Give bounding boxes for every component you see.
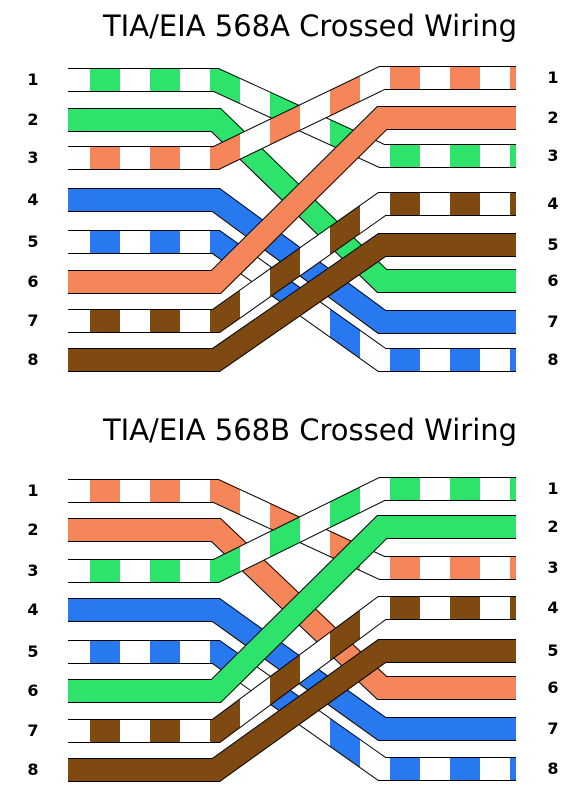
left-pin-label: 7: [27, 311, 38, 330]
right-pin-label: 5: [547, 235, 558, 254]
right-pin-label: 6: [547, 678, 558, 697]
left-pin-label: 5: [27, 232, 38, 251]
right-pin-label: 2: [547, 108, 558, 127]
wire-brown-white-striped: [68, 596, 516, 743]
right-pin-label: 8: [547, 350, 558, 369]
left-pin-label: 5: [27, 642, 38, 661]
right-pin-label: 3: [547, 146, 558, 165]
left-pin-label: 2: [27, 110, 38, 129]
right-pin-label: 1: [547, 68, 558, 87]
left-pin-label: 8: [27, 350, 38, 369]
wire-orange-solid: [68, 106, 516, 294]
diagram-568b-title: TIA/EIA 568B Crossed Wiring: [102, 413, 517, 447]
right-pin-label: 4: [547, 598, 558, 617]
wire-fill: [68, 597, 516, 742]
left-pin-label: 6: [27, 681, 38, 700]
wire-fill: [68, 478, 516, 582]
right-pin-label: 6: [547, 271, 558, 290]
left-pin-label: 1: [27, 70, 38, 89]
diagram-568b-wires: [68, 477, 516, 782]
wire-fill: [68, 193, 516, 332]
diagram-568a-title: TIA/EIA 568A Crossed Wiring: [102, 9, 517, 43]
wire-fill: [68, 67, 516, 169]
right-pin-label: 2: [547, 517, 558, 536]
diagram-568b-pin-labels: 1 2 3 4 5 6 7 8 1 2 3 4 5 6 7 8: [27, 479, 558, 779]
right-pin-label: 5: [547, 641, 558, 660]
right-pin-label: 7: [547, 719, 558, 738]
wire-brown-white-striped: [68, 192, 516, 333]
right-pin-label: 1: [547, 479, 558, 498]
wire-fill: [68, 516, 516, 702]
left-pin-label: 4: [27, 600, 38, 619]
left-pin-label: 4: [27, 190, 38, 209]
left-pin-label: 6: [27, 272, 38, 291]
right-pin-label: 4: [547, 194, 558, 213]
wire-green-white-striped: [68, 477, 516, 583]
left-pin-label: 3: [27, 148, 38, 167]
wire-brown-solid: [68, 233, 516, 372]
left-pin-label: 7: [27, 721, 38, 740]
diagram-568a-wires: [68, 66, 516, 372]
right-pin-label: 3: [547, 558, 558, 577]
diagram-568a: TIA/EIA 568A Crossed Wiring 1 2 3 4 5 6 7 8 1 2 3 4…: [27, 9, 559, 372]
left-pin-label: 1: [27, 481, 38, 500]
wire-fill: [68, 640, 516, 781]
wire-brown-solid: [68, 639, 516, 782]
left-pin-label: 3: [27, 561, 38, 580]
diagram-568b: TIA/EIA 568B Crossed Wiring 1 2 3 4 5 6 7 8 1 2 3 4…: [27, 413, 559, 782]
right-pin-label: 8: [547, 759, 558, 778]
left-pin-label: 2: [27, 520, 38, 539]
wire-fill: [68, 234, 516, 371]
right-pin-label: 7: [547, 312, 558, 331]
wire-fill: [68, 107, 516, 293]
diagram-568a-pin-labels: 1 2 3 4 5 6 7 8 1 2 3 4 5 6 7 8: [27, 68, 558, 369]
wire-green-solid: [68, 515, 516, 703]
left-pin-label: 8: [27, 760, 38, 779]
wire-orange-white-striped: [68, 66, 516, 170]
